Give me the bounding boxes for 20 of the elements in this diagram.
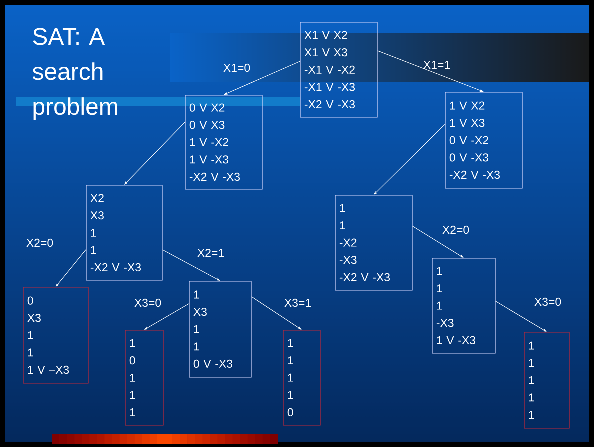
clause-box: 0 X3 1 1 1 V –X3 xyxy=(23,287,89,384)
clause-box: X1 V X2 X1 V X3 -X1 V -X2 -X1 V -X3 -X2 V -X3 xyxy=(300,22,378,118)
edge-label: X3=1 xyxy=(284,298,312,308)
edge-label: X2=0 xyxy=(26,238,54,248)
edge-label: X2=1 xyxy=(198,249,224,258)
clause-box: 1 0 1 1 1 xyxy=(125,330,164,426)
clause-box: 1 1 1 1 0 xyxy=(283,330,321,426)
clause-box: 1 1 1 1 1 xyxy=(524,332,570,429)
clause-box: 1 X3 1 1 0 V -X3 xyxy=(189,281,252,378)
clause-box: X2 X3 1 1 -X2 V -X3 xyxy=(86,185,163,281)
clause-box: 1 1 1 -X3 1 V -X3 xyxy=(432,258,496,354)
edge-label: X1=0 xyxy=(224,64,250,72)
clause-box: 1 1 -X2 -X3 -X2 V -X3 xyxy=(335,195,413,291)
edge-label: X1=1 xyxy=(424,61,450,69)
edge-label: X2=0 xyxy=(442,226,470,234)
clause-box: 0 V X2 0 V X3 1 V -X2 1 V -X3 -X2 V -X3 xyxy=(185,95,263,190)
edge-label: X3=0 xyxy=(534,298,562,306)
slide-title: SAT: A search problem xyxy=(32,28,118,120)
edge-label: X3=0 xyxy=(134,298,162,308)
clause-box: 1 V X2 1 V X3 0 V -X2 0 V -X3 -X2 V -X3 xyxy=(445,92,523,189)
